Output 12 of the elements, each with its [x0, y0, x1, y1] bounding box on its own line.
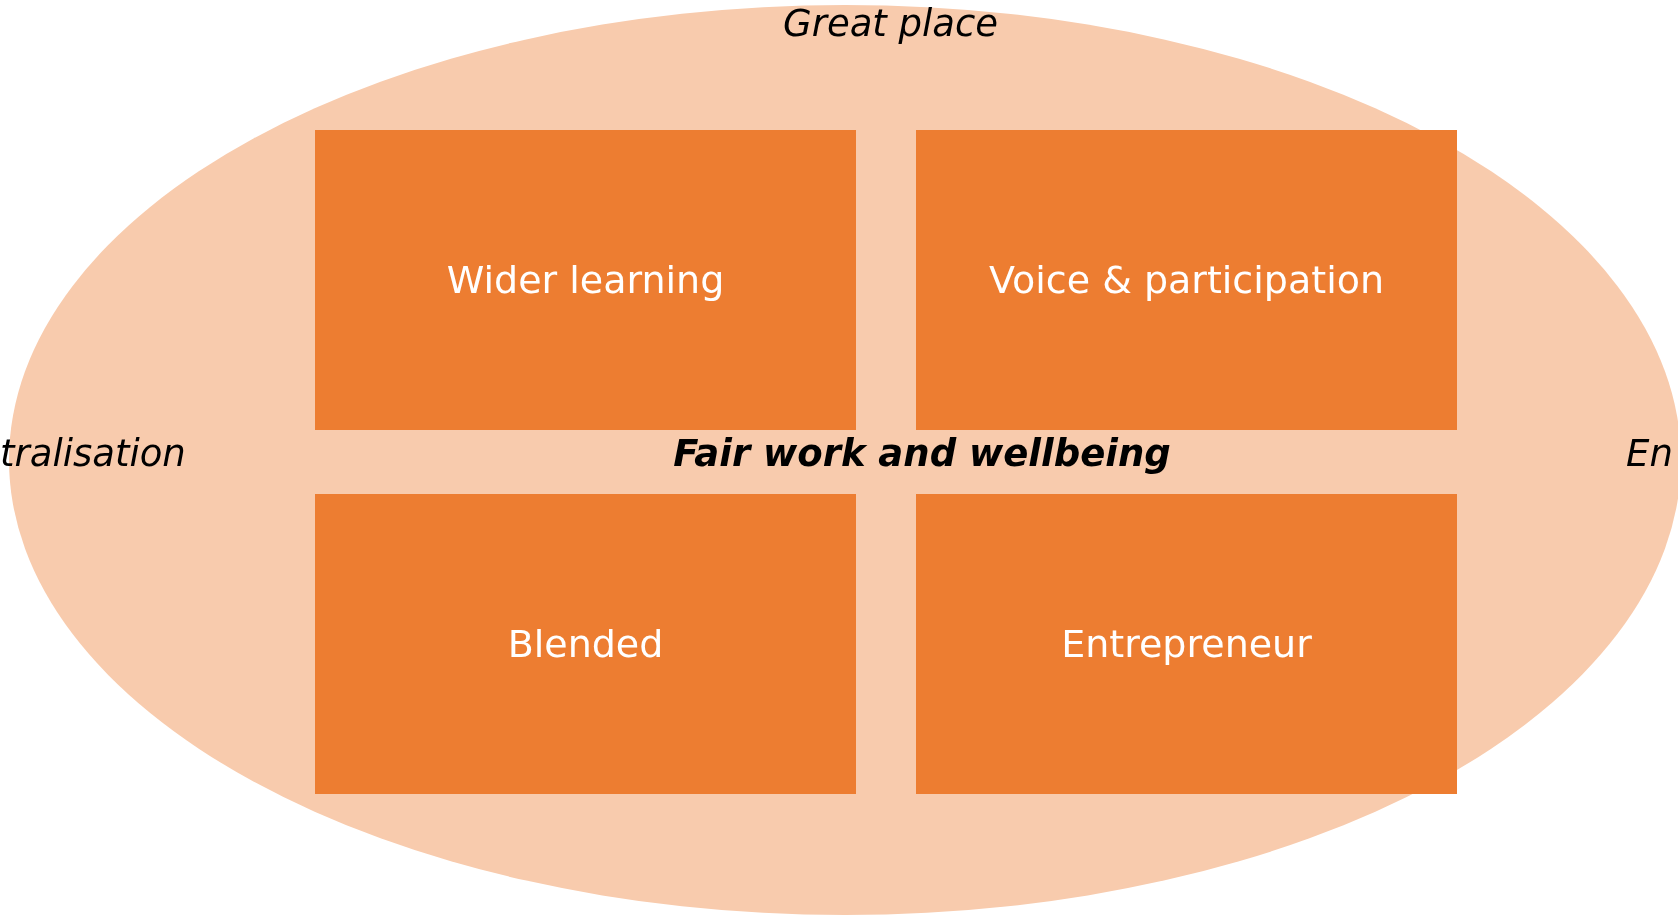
category-box	[916, 130, 1457, 430]
box-label: Voice & participation	[988, 258, 1385, 302]
center-label: Fair work and wellbeing	[673, 432, 1171, 475]
box-label: Wider learning	[446, 258, 725, 302]
category-box	[916, 494, 1457, 794]
box-label: Entrepreneur	[1061, 622, 1312, 666]
axis-label: Great place	[783, 2, 999, 45]
axis-label: tralisation	[0, 432, 186, 475]
category-box	[315, 130, 856, 430]
axis-label: En	[1626, 432, 1673, 475]
category-box	[315, 494, 856, 794]
box-label: Blended	[507, 622, 664, 666]
